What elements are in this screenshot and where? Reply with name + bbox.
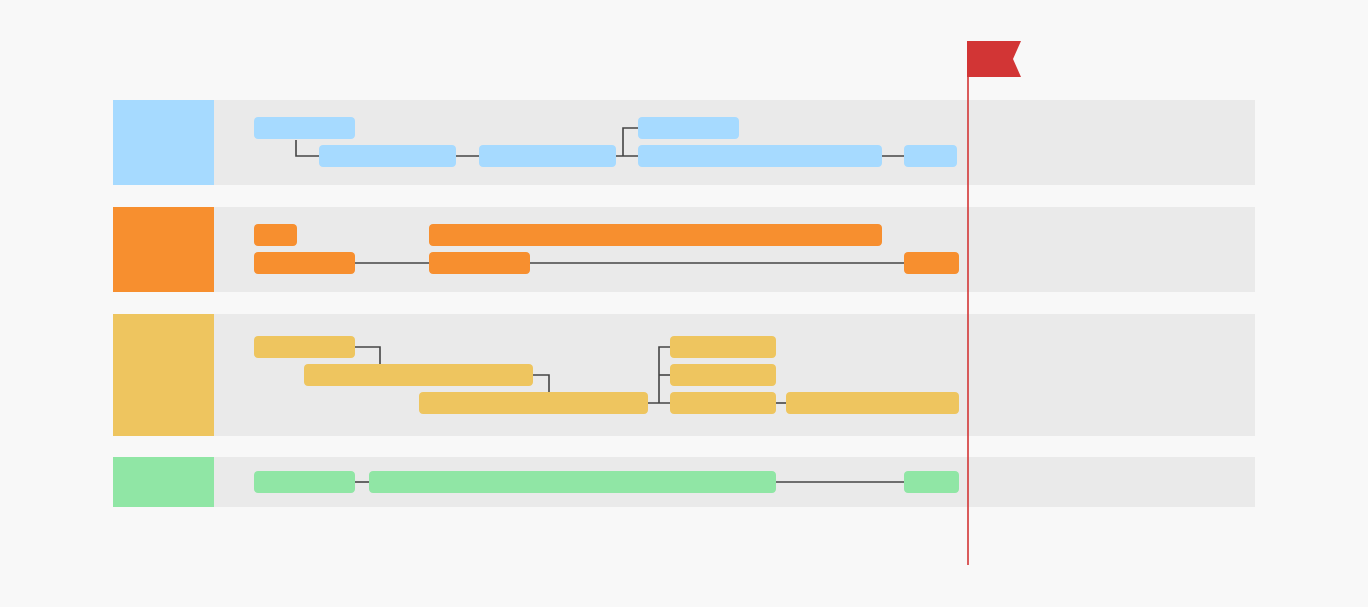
lane-4-task-bar[interactable] [369,471,776,493]
lane-1-task-bar[interactable] [638,145,882,167]
lane-3-connector [355,346,381,364]
lane-3-connector [533,374,550,392]
lane-2-background [113,207,1255,292]
lane-2-task-bar[interactable] [254,252,355,274]
lane-2-task-bar[interactable] [904,252,959,274]
lane-3-task-bar[interactable] [670,392,776,414]
lane-2-task-bar[interactable] [254,224,297,246]
lane-1-connector [295,140,319,157]
lane-1-task-bar[interactable] [319,145,456,167]
lane-1-connector [622,127,638,156]
lane-1-task-bar[interactable] [479,145,616,167]
lane-3-task-bar[interactable] [254,336,355,358]
lane-4-task-bar[interactable] [904,471,959,493]
lane-3-task-bar[interactable] [419,392,648,414]
lane-4-task-bar[interactable] [254,471,355,493]
lane-1-background [113,100,1255,185]
lane-3-swatch [113,314,214,436]
lane-2-task-bar[interactable] [429,224,882,246]
lane-3-task-bar[interactable] [670,336,776,358]
lane-3-task-bar[interactable] [304,364,533,386]
lane-2-swatch [113,207,214,292]
lane-1-task-bar[interactable] [638,117,739,139]
tasks-layer [254,117,959,493]
connectors-layer [295,127,904,483]
lane-1-task-bar[interactable] [904,145,957,167]
lane-3-connector [658,346,670,403]
lane-1-swatch [113,100,214,185]
flag-icon[interactable] [967,41,1021,77]
lane-3-task-bar[interactable] [786,392,959,414]
milestone-layer [967,41,1021,565]
lane-3-task-bar[interactable] [670,364,776,386]
lane-4-swatch [113,457,214,507]
lane-2-task-bar[interactable] [429,252,530,274]
lane-1-task-bar[interactable] [254,117,355,139]
